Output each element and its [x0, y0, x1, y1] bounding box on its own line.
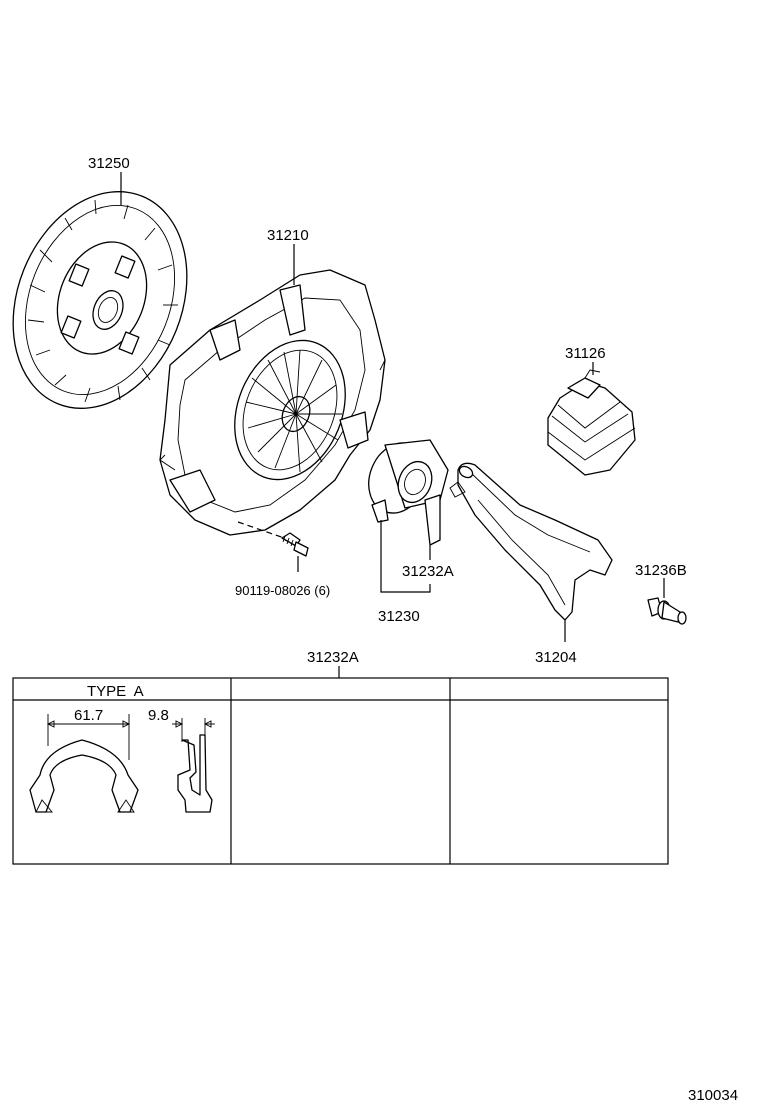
clip-type-a-drawing: [29, 714, 215, 813]
dimension-thickness: 9.8: [148, 707, 169, 724]
table-part-number: 31232A: [307, 649, 359, 666]
table-col-type-a: TYPE A: [87, 683, 144, 700]
figure-code: 310034: [688, 1087, 738, 1104]
bolt-drawing: [281, 532, 309, 557]
clutch-cover-drawing: [159, 269, 386, 536]
label-31126: 31126: [565, 345, 606, 362]
dimension-width: 61.7: [74, 707, 103, 724]
label-31230: 31230: [378, 608, 420, 625]
label-31210: 31210: [267, 227, 309, 244]
label-bolt: 90119-08026 (6): [235, 583, 330, 598]
label-31232A-fig: 31232A: [402, 563, 454, 580]
label-31236B: 31236B: [635, 562, 687, 579]
release-bearing-drawing: [368, 439, 449, 546]
variant-table: [12, 677, 669, 865]
fork-pin-drawing: [647, 597, 687, 625]
label-31204: 31204: [535, 649, 577, 666]
clutch-disc-drawing: [12, 191, 188, 409]
release-fork-drawing: [449, 462, 613, 621]
label-31250: 31250: [88, 155, 130, 172]
boot-drawing: [547, 369, 636, 476]
